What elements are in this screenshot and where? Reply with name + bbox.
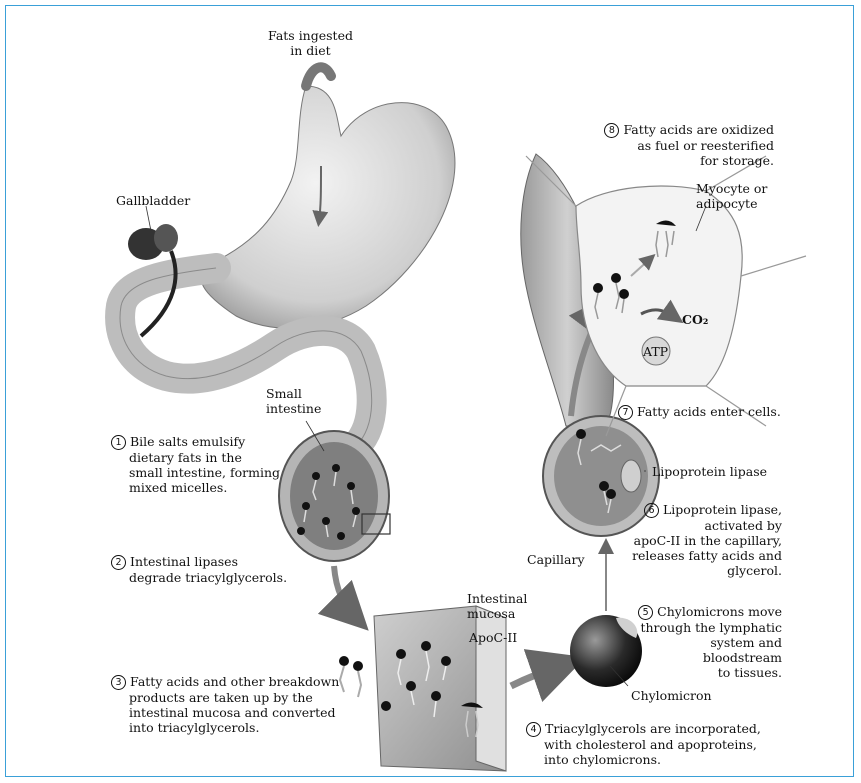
step-6-text-4: releases fatty acids and	[618, 548, 782, 563]
step-4-text-2: with cholesterol and apoproteins,	[526, 737, 761, 752]
figure-frame: Fats ingested in diet Gallbladder Small …	[5, 5, 854, 777]
myocyte-line-2: adipocyte	[696, 196, 767, 211]
small-intestine-line-1: Small	[266, 386, 321, 401]
step-7-line-1: 7 Fatty acids enter cells.	[618, 404, 781, 420]
step-1-line-1: 1 Bile salts emulsify	[111, 434, 280, 450]
step-7-number: 7	[618, 405, 633, 420]
step-5-text-1: Chylomicrons move	[657, 604, 782, 619]
co2-label: CO₂	[682, 312, 708, 327]
step-3-text-4: into triacylglycerols.	[111, 720, 339, 735]
step-3: 3 Fatty acids and other breakdown product…	[111, 674, 339, 735]
step-4-text-3: into chylomicrons.	[526, 752, 761, 767]
fats-ingested-line-1: Fats ingested	[268, 28, 353, 43]
intestinal-mucosa-label: Intestinal mucosa	[467, 591, 527, 621]
intestinal-mucosa-line-2: mucosa	[467, 606, 527, 621]
step-6-line-1: 6 Lipoprotein lipase,	[618, 502, 782, 518]
step-2-text-1: Intestinal lipases	[130, 554, 238, 569]
step-2-line-1: 2 Intestinal lipases	[111, 554, 287, 570]
step-4-line-1: 4 Triacylglycerols are incorporated,	[526, 721, 761, 737]
step-6-text-5: glycerol.	[618, 563, 782, 578]
small-intestine-line-2: intestine	[266, 401, 321, 416]
step-6-text-1: Lipoprotein lipase,	[663, 502, 782, 517]
step-3-text-2: products are taken up by the	[111, 690, 339, 705]
myocyte-label: Myocyte or adipocyte	[696, 181, 767, 211]
intestine-cross-section	[279, 431, 390, 618]
lipoprotein-lipase-label: Lipoprotein lipase	[652, 464, 767, 479]
fats-ingested-line-2: in diet	[268, 43, 353, 58]
step-4: 4 Triacylglycerols are incorporated, with…	[526, 721, 761, 767]
step-8-line-1: 8 Fatty acids are oxidized	[604, 122, 774, 138]
myocyte-line-1: Myocyte or	[696, 181, 767, 196]
step-5-line-1: 5 Chylomicrons move	[636, 604, 782, 620]
step-1-text-4: mixed micelles.	[111, 480, 280, 495]
chylomicron-label: Chylomicron	[631, 688, 712, 703]
step-5-text-3: system and	[636, 635, 782, 650]
step-5-text-2: through the lymphatic	[636, 620, 782, 635]
gallbladder-label: Gallbladder	[116, 193, 190, 208]
step-7: 7 Fatty acids enter cells.	[618, 404, 781, 420]
step-6-text-3: apoC-II in the capillary,	[618, 533, 782, 548]
step-4-number: 4	[526, 722, 541, 737]
step-8-text-3: for storage.	[604, 153, 774, 168]
step-7-text-1: Fatty acids enter cells.	[637, 404, 781, 419]
step-5: 5 Chylomicrons move through the lymphatic…	[636, 604, 782, 680]
step-3-number: 3	[111, 675, 126, 690]
small-intestine-label: Small intestine	[266, 386, 321, 416]
step-2: 2 Intestinal lipases degrade triacylglyce…	[111, 554, 287, 585]
stomach	[201, 67, 455, 328]
step-3-text-1: Fatty acids and other breakdown	[130, 674, 339, 689]
apoc2-label: ApoC-II	[469, 630, 517, 645]
step-1-number: 1	[111, 435, 126, 450]
step-5-text-5: to tissues.	[636, 665, 782, 680]
step-8-text-2: as fuel or reesterified	[604, 138, 774, 153]
step-5-number: 5	[638, 605, 653, 620]
step-1-text-1: Bile salts emulsify	[130, 434, 245, 449]
step-8-number: 8	[604, 123, 619, 138]
step-8: 8 Fatty acids are oxidized as fuel or ree…	[604, 122, 774, 168]
micelle	[339, 656, 363, 697]
step-2-text-2: degrade triacylglycerols.	[111, 570, 287, 585]
step-2-number: 2	[111, 555, 126, 570]
step-1: 1 Bile salts emulsify dietary fats in the…	[111, 434, 280, 495]
step-8-text-1: Fatty acids are oxidized	[623, 122, 774, 137]
capillary-label: Capillary	[527, 552, 585, 567]
step-6: 6 Lipoprotein lipase, activated by apoC-I…	[618, 502, 782, 578]
fats-ingested-label: Fats ingested in diet	[268, 28, 353, 58]
step-1-text-2: dietary fats in the	[111, 450, 280, 465]
step-5-text-4: bloodstream	[636, 650, 782, 665]
step-1-text-3: small intestine, forming	[111, 465, 280, 480]
step-6-number: 6	[644, 503, 659, 518]
step-3-text-3: intestinal mucosa and converted	[111, 705, 339, 720]
step-3-line-1: 3 Fatty acids and other breakdown	[111, 674, 339, 690]
step-6-text-2: activated by	[618, 518, 782, 533]
atp-label: ATP	[643, 344, 668, 359]
step-4-text-1: Triacylglycerols are incorporated,	[545, 721, 761, 736]
intestinal-mucosa-line-1: Intestinal	[467, 591, 527, 606]
